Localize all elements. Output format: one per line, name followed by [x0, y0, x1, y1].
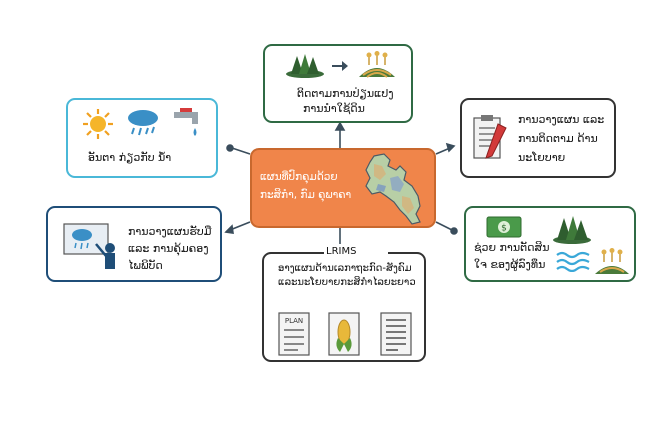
mid-left-box: ການວາງແຜນຮັບມື ແລະ ການຄຸ້ມຄອງ ໄພພິບັດ	[46, 206, 222, 282]
top-right-label-2: ການຕິດຕາມ ດ້ານ	[518, 132, 598, 145]
bottom-title: LRIMS	[324, 244, 388, 259]
center-label-2: ກະສິກຳ, ກົມ ຄຸພາຄາ	[260, 189, 352, 201]
top-left-text: ອັນຕາ ກ່ຽວກັບ ນ້ຳ	[88, 150, 214, 165]
forest-icon	[553, 216, 591, 244]
mid-left-label-1: ການວາງແຜນຮັບມື	[128, 225, 212, 238]
bottom-label-1: ອາງແຜນດ້ານເລກາຖະກົດ-ສັງຄົມ	[278, 263, 412, 274]
center-box: ແຜນທີ່ປົກຄຸມດ້ວຍ ກະສິກຳ, ກົມ ຄຸພາຄາ	[250, 148, 436, 228]
checklist-pencil-icon	[473, 115, 507, 159]
mid-right-label-1: ຊ່ວຍ ການຕັດສິນ	[474, 241, 550, 254]
center-label-1: ແຜນທີ່ປົກຄຸມດ້ວຍ	[260, 171, 338, 183]
mid-right-label-2: ໃຈ ຂອງຜູ້ລົງທຶນ	[474, 258, 546, 271]
mid-left-label-3: ໄພພິບັດ	[128, 259, 163, 272]
top-right-box: ການວາງແຜນ ແລະ ການຕິດຕາມ ດ້ານ ນະໂຍບາຍ	[460, 98, 616, 178]
text-document-icon	[380, 312, 412, 356]
bottom-label-2: ແລະນະໂຍບາຍກະສິກຳໄລຍະຍາວ	[278, 277, 416, 288]
water-tap-icon	[174, 108, 198, 136]
sun-icon	[83, 109, 113, 139]
top-right-label-3: ນະໂຍບາຍ	[518, 151, 566, 164]
plan-document-icon: PLAN	[278, 312, 310, 356]
forest-icon	[286, 54, 324, 78]
arrow-right-icon	[332, 61, 348, 71]
top-text: ຕິດຕາມການປ່ຽນແປງ ການນຳໃຊ້ດິນ	[297, 86, 409, 116]
mid-left-label-2: ແລະ ການຄຸ້ມຄອງ	[128, 242, 209, 255]
mid-right-text: ຊ່ວຍ ການຕັດສິນ ໃຈ ຂອງຜູ້ລົງທຶນ	[474, 240, 554, 272]
top-left-label-1: ອັນຕາ ກ່ຽວກັບ ນ້ຳ	[88, 151, 172, 164]
top-right-label-1: ການວາງແຜນ ແລະ	[518, 113, 605, 126]
center-text: ແຜນທີ່ປົກຄຸມດ້ວຍ ກະສິກຳ, ກົມ ຄຸພາຄາ	[260, 168, 360, 204]
bottom-text: ອາງແຜນດ້ານເລກາຖະກົດ-ສັງຄົມ ແລະນະໂຍບາຍກະສ…	[278, 262, 426, 290]
svg-text:$: $	[501, 224, 507, 234]
farmland-icon	[595, 248, 629, 274]
farmland-icon	[359, 51, 395, 78]
top-box: ຕິດຕາມການປ່ຽນແປງ ການນຳໃຊ້ດິນ	[263, 44, 413, 123]
bottom-box: LRIMS ອາງແຜນດ້ານເລກາຖະກົດ-ສັງຄົມ ແລະນະໂຍ…	[262, 244, 426, 362]
weather-presentation-icon	[63, 223, 115, 269]
mid-left-text: ການວາງແຜນຮັບມື ແລະ ການຄຸ້ມຄອງ ໄພພິບັດ	[128, 224, 222, 273]
corn-document-icon	[328, 312, 360, 356]
mid-right-box: $ ຊ່ວຍ ການຕັດສິນ ໃຈ ຂອງຜູ້ລົງທຶນ	[464, 206, 636, 282]
plan-label: PLAN	[285, 317, 303, 325]
top-left-box: ອັນຕາ ກ່ຽວກັບ ນ້ຳ	[66, 98, 218, 178]
top-right-text: ການວາງແຜນ ແລະ ການຕິດຕາມ ດ້ານ ນະໂຍບາຍ	[518, 112, 616, 165]
rain-cloud-icon	[128, 110, 158, 136]
top-label-2: ການນຳໃຊ້ດິນ	[303, 102, 365, 115]
top-label-1: ຕິດຕາມການປ່ຽນແປງ	[297, 87, 394, 100]
laos-map-icon	[365, 153, 421, 225]
money-icon: $	[486, 216, 522, 238]
water-waves-icon	[556, 251, 590, 272]
